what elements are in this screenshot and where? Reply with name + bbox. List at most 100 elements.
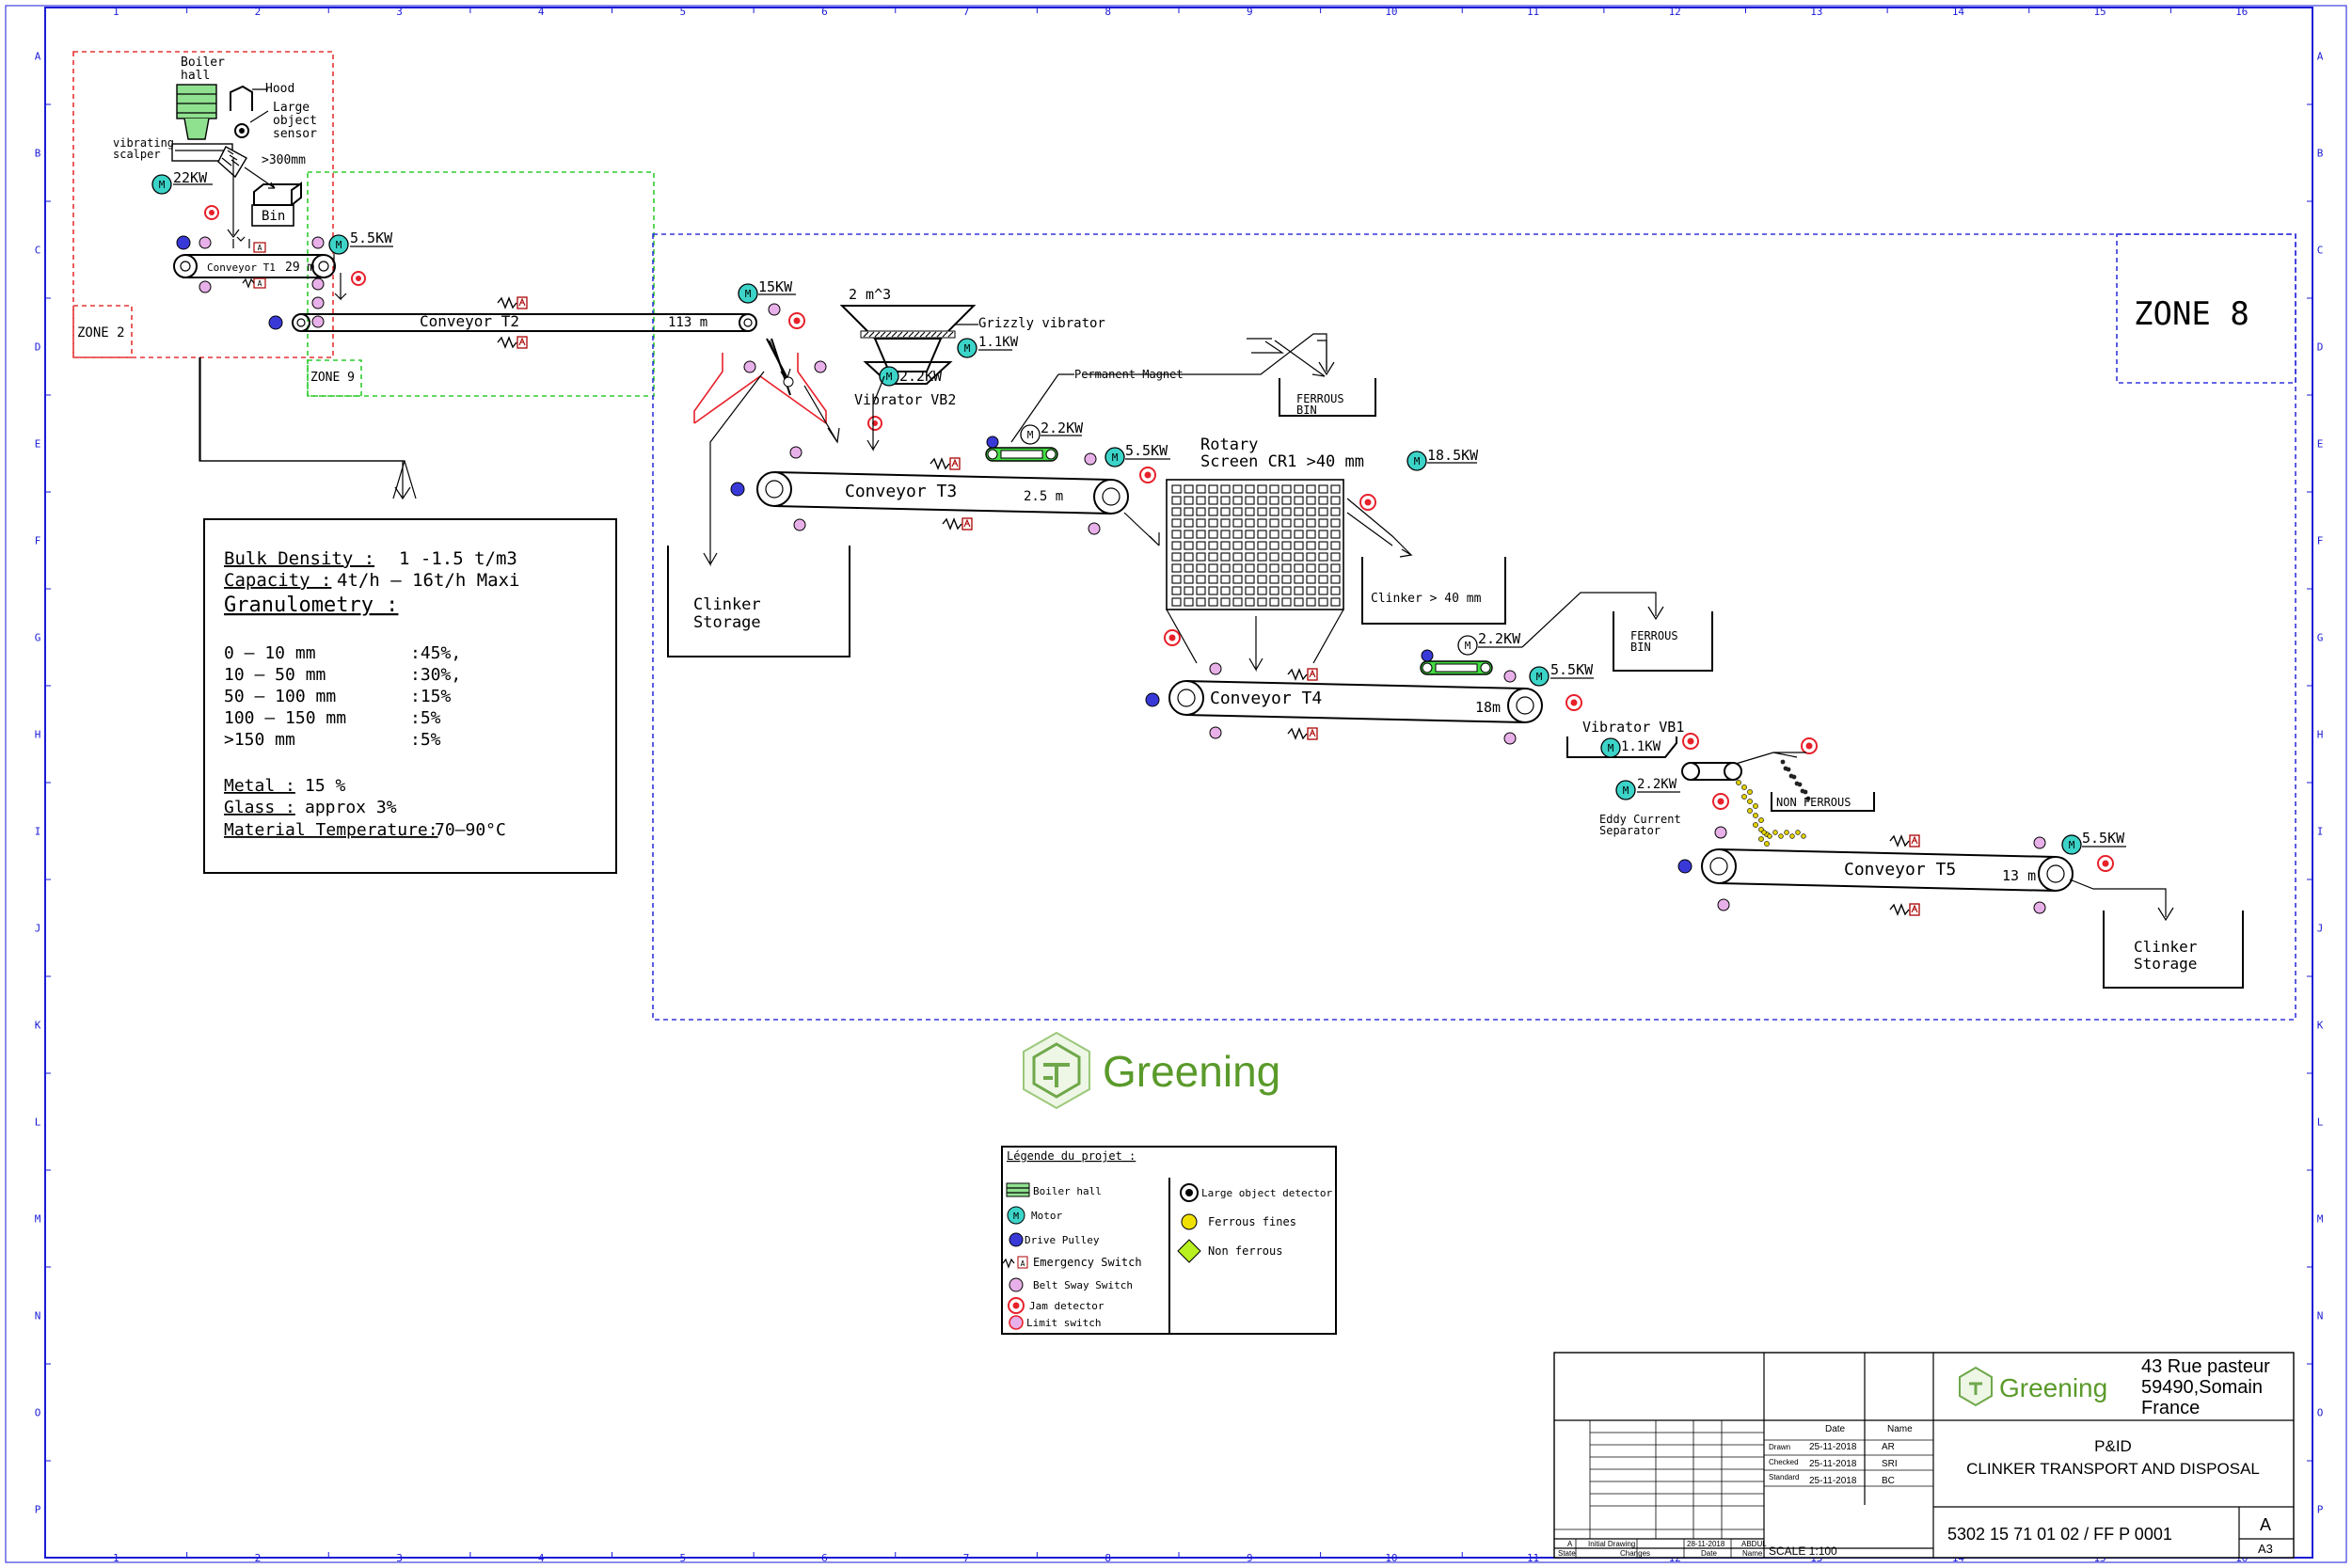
- temperature-value: 70–90°C: [435, 820, 506, 840]
- grizzly-volume: 2 m^3: [849, 286, 891, 303]
- diverter-chute: [693, 338, 840, 567]
- ferrous-bin-1-label-2: BIN: [1296, 404, 1317, 417]
- doc-type: P&ID: [2094, 1437, 2132, 1455]
- grid-col-label: 2: [255, 1552, 262, 1564]
- rev-row-name: ABDUL: [1741, 1540, 1767, 1548]
- grid-col-label: 4: [538, 6, 545, 18]
- grid-row-label: I: [35, 826, 41, 838]
- grid-col-label: 4: [538, 1552, 545, 1564]
- address-line: France: [2141, 1398, 2200, 1418]
- grid-row-label: K: [2317, 1020, 2324, 1032]
- grid-col-label: 1: [113, 1552, 119, 1564]
- eddy-current-label: Eddy Current: [1599, 813, 1681, 826]
- motor-t2-rating: 15KW: [758, 278, 793, 295]
- motor-t3-rating: 5.5KW: [1125, 442, 1168, 459]
- boiler-hall-label-2: hall: [181, 69, 210, 83]
- conveyor-t1-name: Conveyor T1: [207, 261, 276, 274]
- grid-col-label: 12: [1669, 6, 1681, 18]
- grid-col-label: 3: [396, 1552, 403, 1564]
- grid-col-label: 3: [396, 6, 403, 18]
- vibrating-scalper-label: vibrating: [113, 136, 174, 150]
- bottom-header: State: [1558, 1549, 1576, 1558]
- granulometry-range: >150 mm: [224, 730, 295, 750]
- approval-role: Standard: [1769, 1473, 1799, 1481]
- grid-row-label: H: [2317, 729, 2324, 741]
- grizzly-vibrator: 2 m^3 Grizzly vibrator M 1.1KW: [839, 286, 1105, 372]
- clinker-storage-2-label-2: Storage: [2134, 955, 2197, 973]
- clinker-storage-2: Clinker Storage: [2103, 911, 2244, 989]
- grid-row-label: A: [35, 51, 41, 63]
- hood: Hood: [230, 82, 294, 111]
- metal-label: Metal :: [224, 776, 295, 796]
- grid-row-label: O: [2317, 1407, 2324, 1419]
- grid-row-label: N: [2317, 1310, 2324, 1323]
- grid-col-label: 9: [1247, 6, 1253, 18]
- svg-text:M: M: [336, 239, 342, 251]
- approval-name: BC: [1882, 1476, 1895, 1486]
- motor-icon: [328, 234, 349, 255]
- grid-col-label: 2: [255, 6, 262, 18]
- legend: Légende du projet : Boiler hall M Motor …: [1001, 1146, 1337, 1335]
- approval-date: 25-11-2018: [1809, 1476, 1857, 1486]
- bulk-density-label: Bulk Density :: [224, 548, 374, 569]
- conveyor-t3: Conveyor T3 2.5 m: [730, 446, 1129, 535]
- svg-text:M: M: [1623, 784, 1629, 797]
- motor-icon: [1615, 780, 1636, 800]
- conveyor-t1: A Conveyor T1 29 m A: [173, 236, 336, 289]
- grid-col-label: 8: [1104, 1552, 1111, 1564]
- granulometry-label: Granulometry :: [224, 594, 398, 617]
- motor-grizzly-rating: 1.1KW: [978, 335, 1019, 350]
- legend-item: Ferrous fines: [1208, 1215, 1296, 1228]
- glass-value: approx 3%: [305, 798, 397, 817]
- boiler-hall: Boiler hall: [176, 55, 225, 140]
- svg-text:A: A: [258, 279, 262, 288]
- granulometry-pct: :45%,: [410, 643, 461, 663]
- legend-item: Drive Pulley: [1025, 1234, 1100, 1246]
- grizzly-vibrator-label: Grizzly vibrator: [978, 316, 1105, 331]
- grid-row-label: D: [2317, 341, 2324, 354]
- rotary-screen-label: Rotary: [1200, 436, 1258, 454]
- vibrator-vb1: Vibrator VB1 M 1.1KW: [1566, 719, 1699, 758]
- bottom-header: Date: [1701, 1549, 1717, 1558]
- grid-col-label: 11: [1527, 1552, 1539, 1564]
- clinker-gt40-label: Clinker > 40 mm: [1371, 592, 1482, 606]
- approval-role: Checked: [1769, 1458, 1799, 1466]
- vibrator-vb1-label: Vibrator VB1: [1582, 719, 1684, 736]
- grid-col-label: 14: [1952, 6, 1965, 18]
- zone-8-label: ZONE 8: [2134, 295, 2249, 333]
- motor-icon: [879, 366, 899, 387]
- motor-icon: [1104, 447, 1125, 467]
- zone-8: ZONE 8: [652, 233, 2296, 1021]
- glass-label: Glass :: [224, 798, 295, 817]
- rev-row-rev: A: [1567, 1540, 1573, 1548]
- grid-row-label: I: [2317, 826, 2324, 838]
- large-object-sensor-label-2: object: [273, 114, 317, 128]
- title-block-logo: [1959, 1366, 1993, 1407]
- grid-col-label: 5: [680, 1552, 687, 1564]
- rotary-screen-label-2: Screen CR1 >40 mm: [1200, 452, 1364, 471]
- legend-item: Jam detector: [1029, 1300, 1104, 1312]
- rotary-screen-cr1: Rotary Screen CR1 >40 mm: [1166, 436, 1413, 673]
- permanent-magnet-1: Permanent Magnet M 2.2KW: [985, 333, 1327, 462]
- conveyor-t4: Conveyor T4 18m: [1145, 662, 1543, 745]
- grid-col-label: 9: [1247, 1552, 1253, 1564]
- hood-label: Hood: [265, 82, 294, 96]
- conveyor-t5-length: 13 m: [2002, 867, 2036, 884]
- svg-text:M: M: [1027, 429, 1034, 441]
- legend-item: Non ferrous: [1208, 1244, 1282, 1258]
- grid-row-label: N: [35, 1310, 41, 1323]
- grid-col-label: 7: [963, 6, 970, 18]
- motor-scalper-rating: 22KW: [173, 169, 208, 186]
- svg-text:M: M: [1414, 455, 1421, 467]
- grid-row-label: K: [35, 1020, 41, 1032]
- bin: Bin: [251, 182, 302, 227]
- title-block-brand: Greening: [1999, 1373, 2107, 1402]
- sheet-size: A3: [2258, 1542, 2273, 1556]
- grid-col-label: 15: [2093, 6, 2106, 18]
- motor-t4-rating: 5.5KW: [1550, 661, 1594, 678]
- doc-title: CLINKER TRANSPORT AND DISPOSAL: [1966, 1460, 2260, 1478]
- svg-text:M: M: [159, 179, 166, 191]
- clinker-gt40: Clinker > 40 mm: [1361, 557, 1506, 625]
- conveyor-t1-length: 29 m: [285, 261, 314, 275]
- greening-logo: Greening: [1023, 1031, 1280, 1110]
